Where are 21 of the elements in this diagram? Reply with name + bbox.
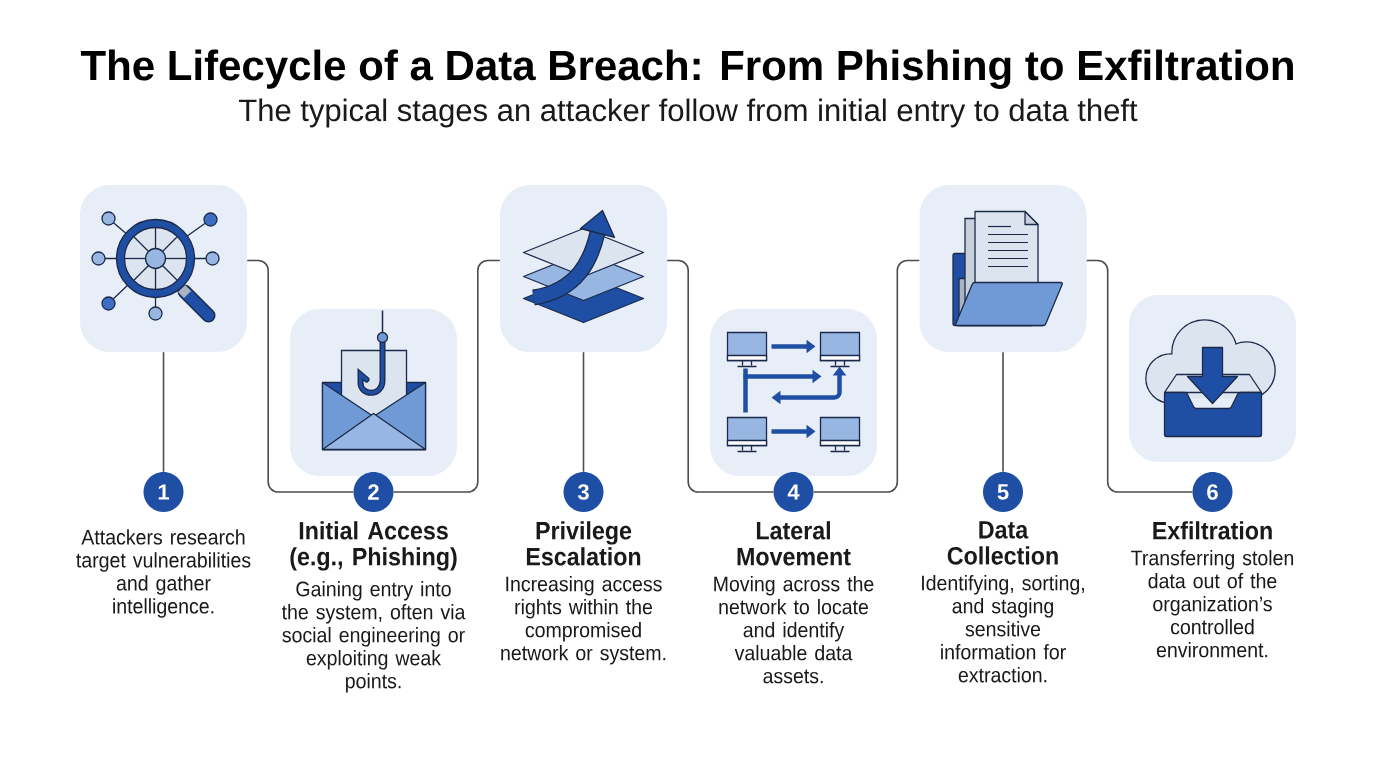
step-description: Transferring stolen data out of the organization’s controlled environment. [1131, 549, 1294, 658]
step-description: Increasing access rights within the compromised network or system. [501, 575, 666, 665]
step-heading: Data Collection [947, 521, 1058, 565]
step-heading: Lateral Movement [737, 521, 851, 566]
connector-line [1085, 259, 1194, 493]
title: The Lifecycle of a Data Breach: From Phishing to Exfiltration [80, 49, 1293, 89]
step-heading: Privilege Escalation [526, 521, 641, 566]
subtitle: The typical stages an attacker follow from initial entry to data theft [239, 98, 1138, 128]
step-description: Gaining entry into the system, often via social engineering or exploiting weak points. [281, 581, 466, 693]
connector-line [1002, 351, 1004, 473]
connector-line [812, 259, 921, 493]
step-description: Attackers research target vulnerabilities and gather intelligence. [76, 529, 251, 618]
step-heading: Exfiltration [1153, 521, 1272, 540]
connector-line [392, 259, 501, 493]
step-heading: Initial Access (e.g., Phishing) [290, 521, 457, 571]
step-description: Identifying, sorting, and staging sensitive information for extraction. [922, 575, 1084, 683]
step-description: Moving across the network to locate and identify valuable data assets. [714, 575, 874, 684]
connector-line [666, 259, 775, 493]
connector-line [246, 259, 355, 493]
connector-line [162, 351, 165, 473]
connector-line [582, 351, 585, 473]
